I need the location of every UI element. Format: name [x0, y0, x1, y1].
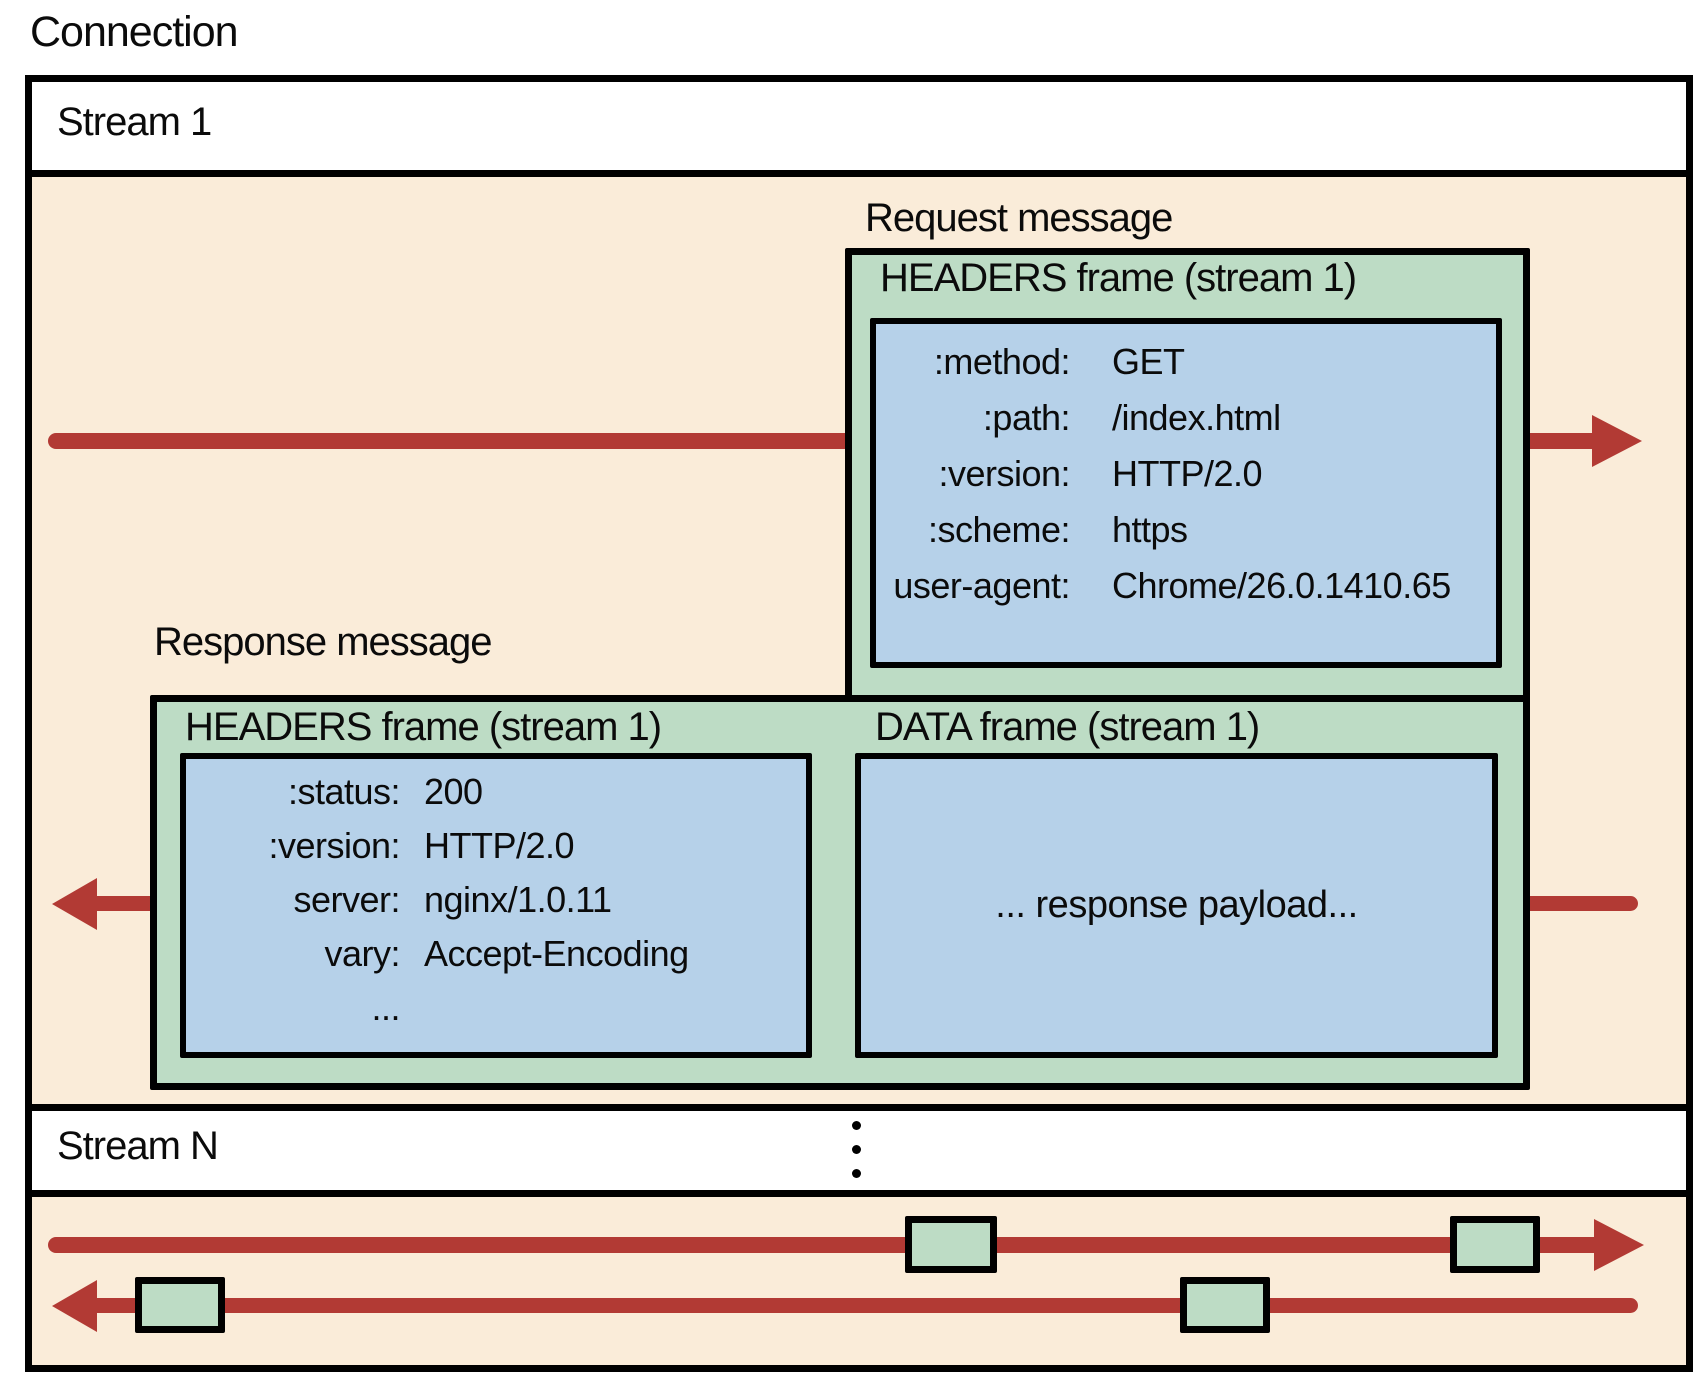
response-data-frame-title: DATA frame (stream 1) [875, 705, 1260, 749]
header-row: vary: Accept-Encoding [186, 927, 806, 981]
header-key: :scheme: [927, 509, 1071, 550]
header-key: :status: [287, 771, 401, 812]
header-value: /index.html [1112, 397, 1281, 438]
response-headers-table: :status: 200 :version: HTTP/2.0 server: … [180, 753, 812, 1058]
header-key: vary: [324, 933, 400, 974]
response-arrow-line-left [95, 896, 153, 911]
header-row: :scheme: https [876, 502, 1496, 558]
response-message-label: Response message [154, 620, 493, 664]
streamN-response-arrow-line [95, 1298, 1638, 1313]
streamN-request-arrow-head-icon [1594, 1219, 1644, 1271]
response-arrow-line-right [1530, 896, 1638, 911]
header-row: :version: HTTP/2.0 [186, 819, 806, 873]
streamN-frame-box [1450, 1216, 1540, 1273]
streamN-frame-box [1180, 1277, 1270, 1333]
connection-title: Connection [30, 8, 239, 56]
header-row: user-agent: Chrome/26.0.1410.65 [876, 558, 1496, 614]
streamN-frame-box [135, 1277, 225, 1333]
header-row: :status: 200 [186, 765, 806, 819]
streamN-response-arrow-head-icon [52, 1280, 97, 1332]
response-arrow-head-icon [52, 878, 97, 930]
request-headers-frame-title: HEADERS frame (stream 1) [880, 256, 1357, 300]
request-headers-table: :method: GET :path: /index.html :version… [870, 318, 1502, 668]
header-value: HTTP/2.0 [1112, 453, 1263, 494]
header-value: HTTP/2.0 [424, 825, 575, 866]
vertical-ellipsis-icon [852, 1121, 861, 1193]
streamN-frame-box [905, 1216, 997, 1273]
header-value: https [1112, 509, 1188, 550]
header-row: :version: HTTP/2.0 [876, 446, 1496, 502]
header-row: server: nginx/1.0.11 [186, 873, 806, 927]
header-row: ... [186, 981, 806, 1035]
streamN-label: Stream N [57, 1124, 219, 1168]
stream1-band [32, 82, 1686, 177]
request-arrow-head-icon [1592, 415, 1642, 467]
response-headers-frame-title: HEADERS frame (stream 1) [185, 705, 662, 749]
request-arrow-line-right [1530, 433, 1594, 449]
header-key: :path: [982, 397, 1071, 438]
header-row: :path: /index.html [876, 390, 1496, 446]
header-value: Chrome/26.0.1410.65 [1112, 565, 1451, 606]
request-arrow-line-left [48, 433, 845, 449]
response-data-frame-body: ... response payload... [855, 753, 1498, 1058]
header-row: :method: GET [876, 334, 1496, 390]
ellipsis-dot [852, 1145, 861, 1154]
header-key: :version: [268, 825, 400, 866]
header-key: :method: [933, 341, 1071, 382]
request-message-label: Request message [865, 196, 1173, 240]
header-key: user-agent: [893, 565, 1070, 606]
streamN-request-arrow-line [48, 1237, 1594, 1253]
ellipsis-dot [852, 1121, 861, 1130]
header-value: GET [1112, 341, 1185, 382]
header-value: 200 [424, 771, 483, 812]
stream1-label: Stream 1 [57, 100, 212, 144]
header-value: Accept-Encoding [424, 933, 689, 974]
response-payload-text: ... response payload... [995, 884, 1358, 926]
header-key: ... [371, 987, 400, 1028]
ellipsis-dot [852, 1169, 861, 1178]
header-value: nginx/1.0.11 [424, 879, 612, 920]
header-key: :version: [938, 453, 1070, 494]
header-key: server: [293, 879, 400, 920]
